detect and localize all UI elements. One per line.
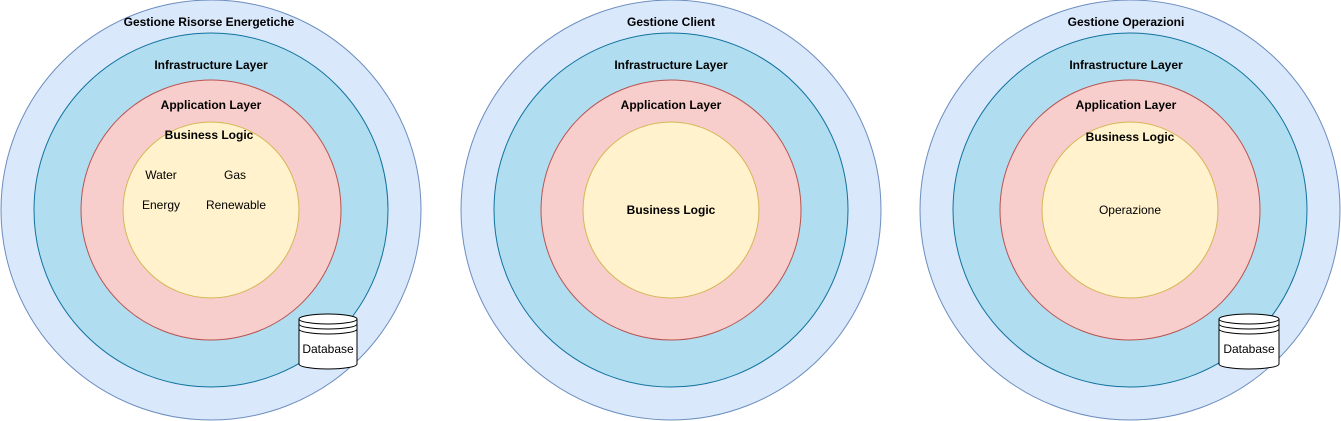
module-title: Gestione Risorse Energetiche <box>124 15 295 29</box>
database-icon: Database <box>1218 313 1280 370</box>
database-label: Database <box>302 342 354 356</box>
business-logic-label: Business Logic <box>627 203 716 217</box>
infrastructure-layer-label: Infrastructure Layer <box>614 58 728 72</box>
application-layer-label: Application Layer <box>621 98 722 112</box>
business-logic-label: Business Logic <box>165 128 254 142</box>
business-logic-circle <box>582 121 760 299</box>
logic-item-gas: Gas <box>224 168 246 182</box>
module-title: Gestione Operazioni <box>1068 15 1185 29</box>
logic-item-energy: Energy <box>142 198 180 212</box>
business-logic-circle <box>1041 121 1219 299</box>
module-title: Gestione Client <box>627 15 715 29</box>
application-layer-label: Application Layer <box>161 98 262 112</box>
logic-item-renewable: Renewable <box>206 198 266 212</box>
logic-item-water: Water <box>145 168 177 182</box>
logic-item-operazione: Operazione <box>1099 203 1161 217</box>
module-gestione-risorse-energetiche: Gestione Risorse Energetiche Infrastruct… <box>0 0 422 421</box>
infrastructure-layer-label: Infrastructure Layer <box>154 58 268 72</box>
business-logic-label: Business Logic <box>1086 130 1175 144</box>
database-icon: Database <box>298 313 358 370</box>
business-logic-circle <box>122 121 300 299</box>
module-gestione-client: Gestione Client Infrastructure Layer App… <box>460 0 882 421</box>
application-layer-label: Application Layer <box>1076 98 1177 112</box>
infrastructure-layer-label: Infrastructure Layer <box>1069 58 1183 72</box>
database-label: Database <box>1223 342 1275 356</box>
module-gestione-operazioni: Gestione Operazioni Infrastructure Layer… <box>919 0 1341 421</box>
